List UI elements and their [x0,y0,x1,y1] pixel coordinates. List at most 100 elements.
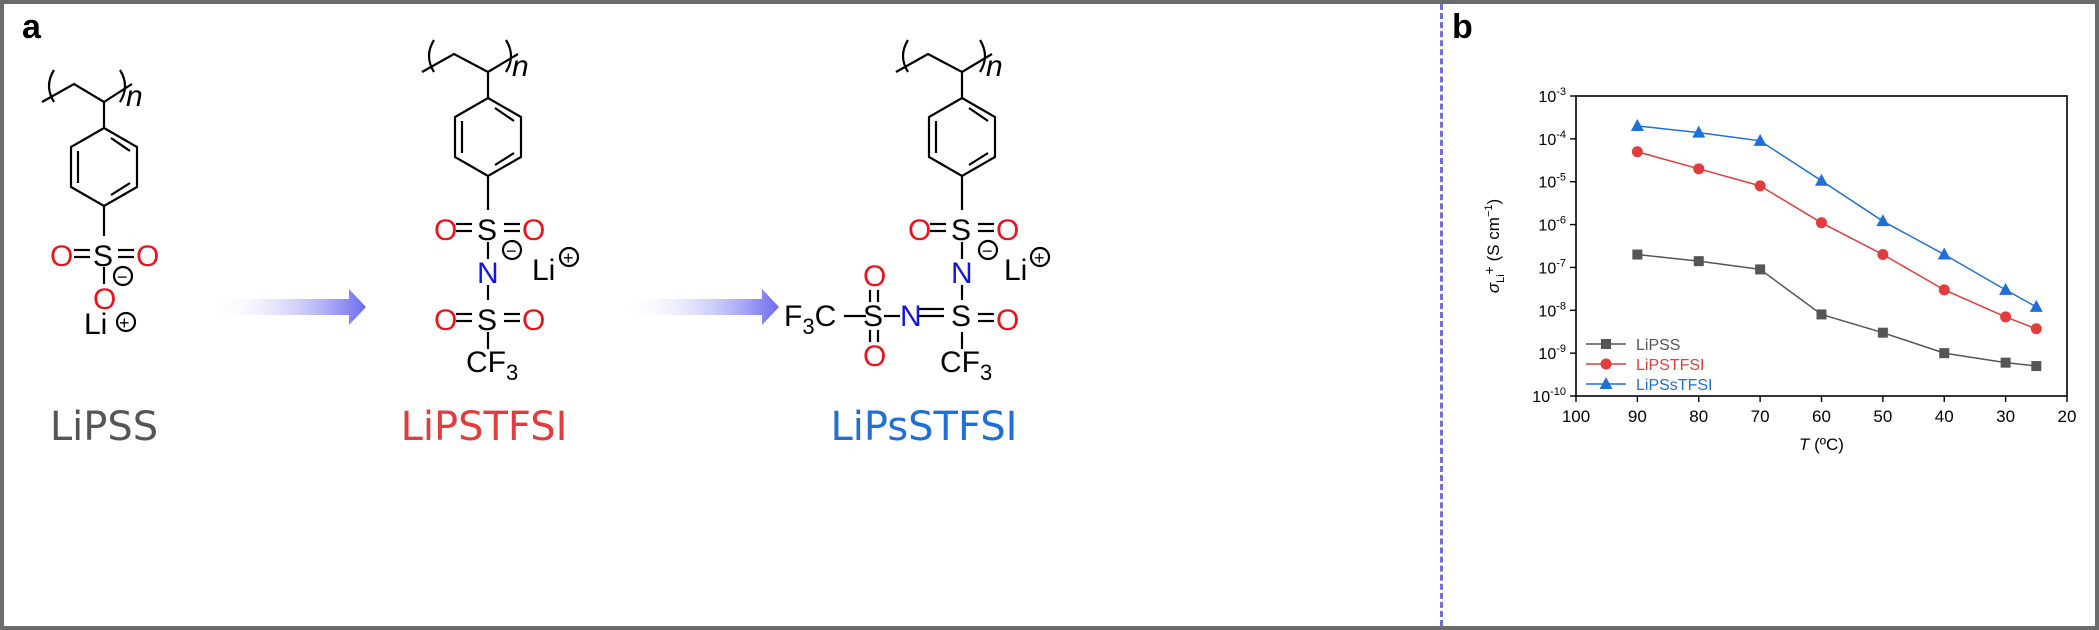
data-point [2000,357,2011,368]
cf3-group: CF3 [940,346,992,385]
y-tick-label: 10-4 [1538,129,1566,149]
atom-o-bottom: O [93,283,116,316]
data-point [1693,256,1704,267]
minus-charge: − [117,267,128,287]
atom-o-left: O [434,214,457,247]
atom-o-right-lower: O [522,304,545,337]
x-tick-label: 100 [1562,407,1590,426]
cf3-group: CF3 [466,346,518,385]
data-point [1877,249,1889,261]
y-tick-label: 10-9 [1538,343,1566,363]
lithium-label: Li [1004,254,1027,287]
legend-marker [1601,339,1611,349]
compound-name-lipstfsi: LiPSTFSI [400,404,568,450]
data-point [1939,348,1950,359]
y-tick-label: 10-8 [1538,300,1566,320]
arrow-right-icon [622,289,779,325]
data-point [1937,247,1951,260]
atom-n: N [477,257,499,290]
legend-marker [1599,377,1613,389]
plus-charge: + [119,313,130,333]
y-tick-label: 10-7 [1538,257,1566,277]
compound-name-lipsstfsi: LiPsSTFSI [830,404,1018,450]
data-point [1876,214,1890,227]
atom-o-right: O [996,214,1019,247]
atom-s-upper: S [951,214,971,247]
atom-o-right: O [136,240,159,273]
atom-s-left: S [863,300,883,333]
atom-s: S [93,240,113,273]
atom-o-top-left: O [863,260,886,293]
atom-n-imide: N [900,300,922,333]
series-line-0 [1637,253,2037,367]
y-tick-label: 10-3 [1538,86,1566,106]
atom-s-upper: S [477,214,497,247]
panel-b-label: b [1452,8,1473,46]
minus-charge: − [982,241,993,261]
repeat-index-n: n [986,50,1003,83]
atom-s-lower: S [477,304,497,337]
structure-lipss [41,69,139,333]
x-tick-label: 70 [1751,407,1770,426]
y-tick-label: 10-6 [1538,215,1566,235]
data-point [1877,327,1888,338]
y-axis-label: σLi+ (S cm−1) [1481,199,1507,293]
structure-lipstfsi [421,39,580,349]
legend-label: LiPSTFSI [1636,357,1704,374]
legend-label: LiPSsTFSI [1636,377,1712,394]
repeat-index-n: n [126,80,143,113]
data-point [2000,311,2012,323]
data-point [1816,217,1827,229]
series-line-1 [1637,151,2037,330]
data-point [1753,133,1767,146]
atom-o-right: O [522,214,545,247]
lithium-label: Li [84,308,107,341]
data-point [1630,118,1644,131]
x-tick-label: 60 [1812,407,1831,426]
conductivity-chart: 100 90 80 70 60 50 40 30 20 10-10 10-9 10-8 10-7 10-6… [1481,86,2077,454]
series-line-2 [1637,125,2037,308]
structure-lipsstfsi [844,39,1051,349]
legend-label: LiPSS [1636,337,1680,354]
x-tick-label: 30 [1996,407,2015,426]
atom-o-bottom-left: O [863,340,886,373]
atom-o-left: O [50,240,73,273]
compound-name-lipss: LiPSS [49,404,159,450]
f3c-group: F3C [784,300,836,339]
legend-marker [1600,358,1612,370]
data-point [2030,323,2042,335]
lithium-label: Li [532,254,555,287]
minus-charge: − [506,241,517,261]
plus-charge: + [1034,248,1045,268]
x-tick-label: 80 [1689,407,1708,426]
atom-n: N [951,257,973,290]
data-point [1815,173,1828,186]
x-tick-label: 20 [2058,407,2077,426]
data-point [1631,146,1643,158]
repeat-index-n: n [512,50,529,83]
data-point [1692,125,1706,138]
panel-a-label: a [22,8,41,46]
atom-o-left: O [908,214,931,247]
x-tick-label: 40 [1935,407,1954,426]
x-tick-label: 50 [1873,407,1892,426]
panel-divider [1440,4,1443,626]
chemical-structures: n O S O O − Li + [41,39,1051,385]
atom-o-left-lower: O [434,304,457,337]
data-point [1632,249,1643,260]
data-point [1693,163,1705,175]
plus-charge: + [563,248,574,268]
arrow-right-icon [209,289,366,325]
data-point [1938,284,1950,296]
data-point [1999,282,2013,295]
data-point [2031,361,2042,372]
data-point [1755,264,1766,275]
y-tick-label: 10-5 [1538,172,1566,192]
x-axis-label: T (ºC) [1799,435,1844,454]
atom-o-right-lower: O [996,304,1019,337]
y-tick-label: 10-10 [1532,386,1566,406]
x-tick-label: 90 [1628,407,1647,426]
data-point [1816,309,1827,320]
data-point [2029,299,2043,312]
